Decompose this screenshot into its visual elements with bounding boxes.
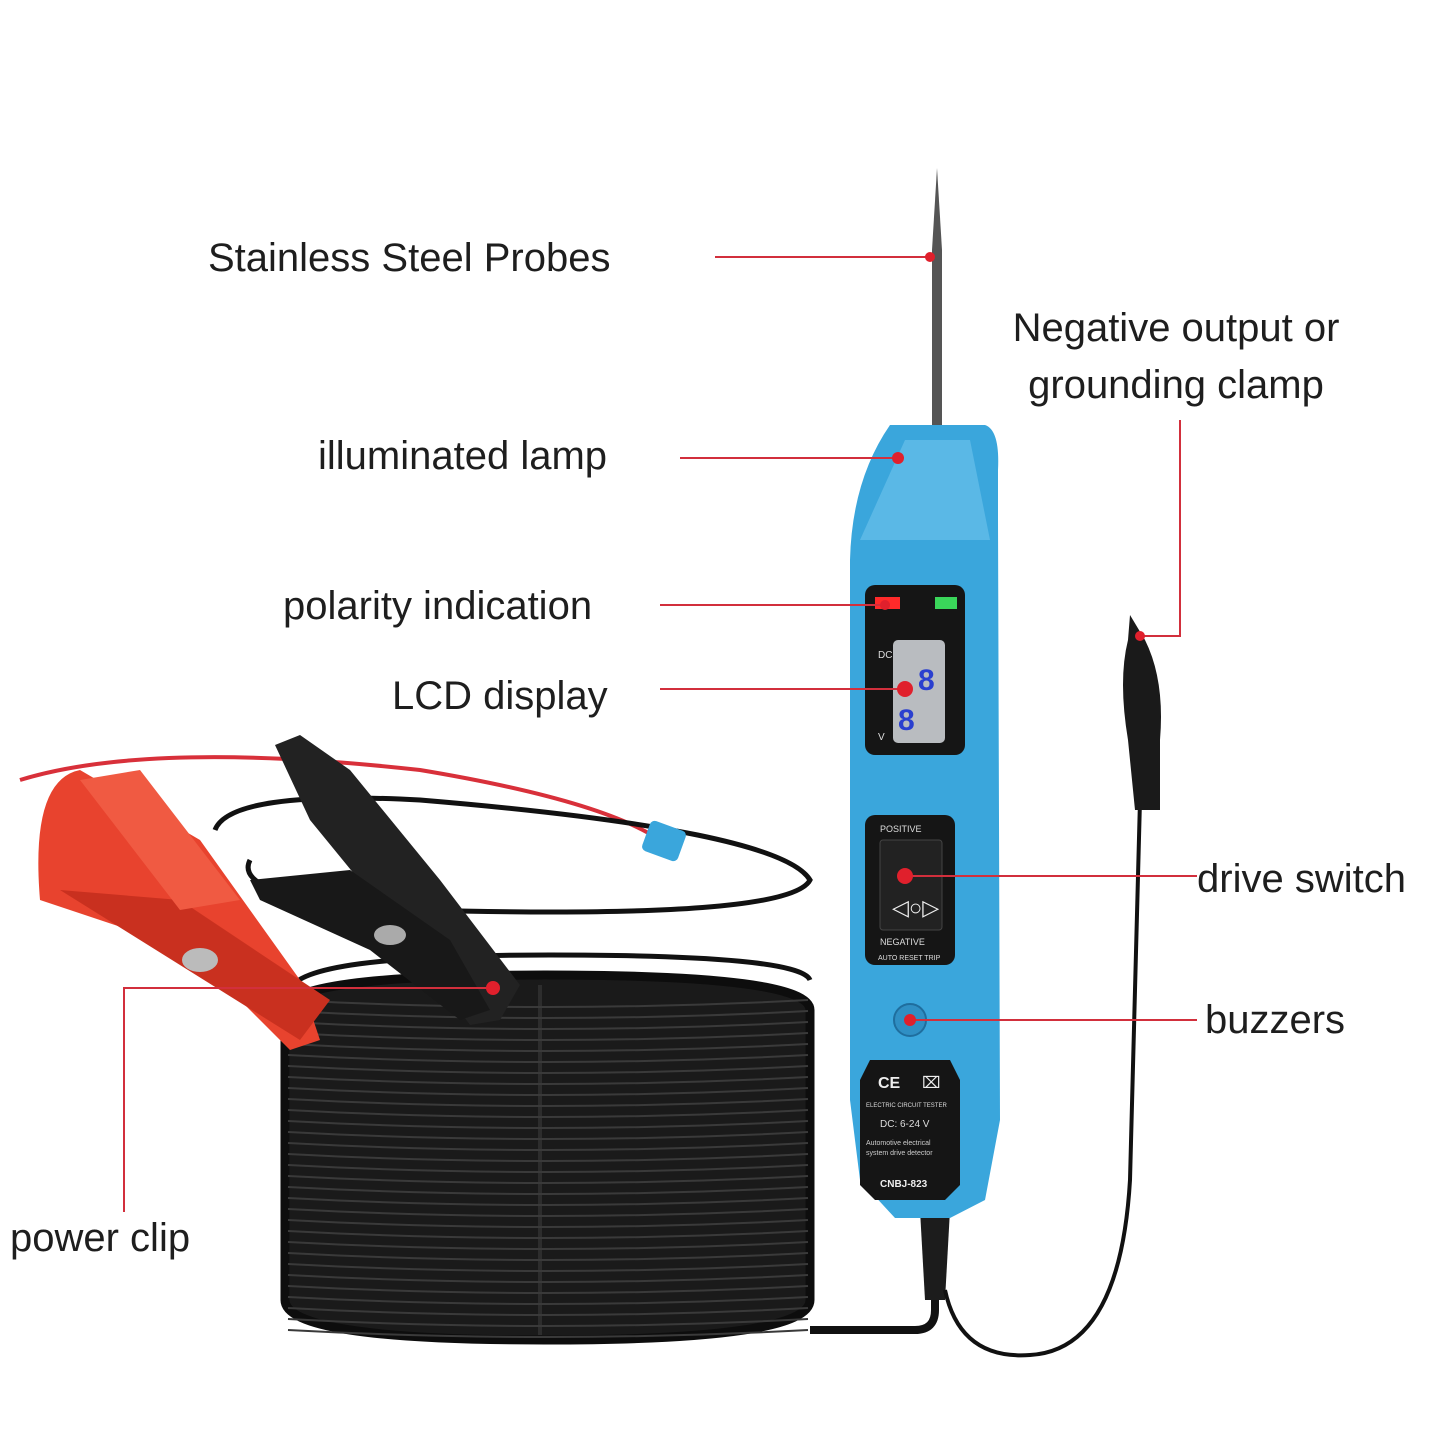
coil-ring xyxy=(287,1175,809,1184)
callout-dot xyxy=(892,452,904,464)
coil-ring xyxy=(287,1131,809,1140)
coil-ring xyxy=(287,1208,809,1217)
label-buzzers: buzzers xyxy=(1205,998,1346,1042)
coil-ring xyxy=(287,1054,809,1063)
switch-note: AUTO RESET TRIP xyxy=(878,955,941,962)
coil-ring xyxy=(287,1065,809,1074)
label-power-clip: power clip xyxy=(10,1216,191,1260)
voltage-rating: DC: 6-24 V xyxy=(880,1119,930,1130)
callout-lines xyxy=(123,256,1197,1212)
coil-ring xyxy=(287,999,809,1008)
lcd-screen xyxy=(893,640,945,743)
description: system drive detector xyxy=(866,1150,933,1157)
black-power-clip xyxy=(250,735,520,1025)
model-number: CNBJ-823 xyxy=(880,1179,928,1190)
callout-dots xyxy=(486,252,1145,1026)
weee-bin-icon: ⌧ xyxy=(922,1075,940,1092)
coil-ring xyxy=(287,1142,809,1151)
callout-dot xyxy=(486,981,500,995)
callout-line-power-clip xyxy=(123,987,493,1212)
red-wire xyxy=(19,755,662,842)
coil-rings xyxy=(287,999,809,1338)
callout-dot xyxy=(904,1014,916,1026)
coil-ring xyxy=(287,1098,809,1107)
coil-ring xyxy=(287,1032,809,1041)
label-negative-line1: Negative output or xyxy=(1012,306,1340,350)
callout-dot xyxy=(897,868,913,884)
coil-ring xyxy=(287,1296,809,1305)
coil-ring xyxy=(287,1285,809,1294)
polarity-led-green xyxy=(935,597,957,609)
callout-dot xyxy=(925,252,935,262)
label-probes: Stainless Steel Probes xyxy=(208,236,611,280)
coil-ring xyxy=(287,1087,809,1096)
coil-ring xyxy=(287,1263,809,1272)
switch-arrows-icon: ◁○▷ xyxy=(892,895,939,920)
coil-ring xyxy=(287,1329,809,1338)
body-highlight xyxy=(860,440,990,540)
callout-line-clamp xyxy=(1140,420,1181,637)
coil-ring xyxy=(287,1230,809,1239)
product-name: ELECTRIC CIRCUIT TESTER xyxy=(866,1103,947,1109)
lcd-digits: 8 xyxy=(918,664,935,697)
coil-ring xyxy=(287,1010,809,1019)
label-lamp: illuminated lamp xyxy=(318,434,608,478)
coil-ring xyxy=(287,1274,809,1283)
coil-ring xyxy=(287,1219,809,1228)
coil-ring xyxy=(287,1043,809,1052)
switch-positive-label: POSITIVE xyxy=(880,824,922,834)
tester-strain-relief xyxy=(920,1210,950,1300)
callout-dot xyxy=(1135,631,1145,641)
wire-connector xyxy=(642,820,686,862)
label-switch: drive switch xyxy=(1197,857,1406,901)
coil-ring xyxy=(287,1153,809,1162)
coil-ring xyxy=(287,1241,809,1250)
callout-dot xyxy=(897,681,913,697)
coil-top-wire xyxy=(287,952,813,992)
coil-ring xyxy=(287,1307,809,1316)
lcd-digits: 8 xyxy=(898,704,915,737)
coil-ring xyxy=(287,1164,809,1173)
callout-dot xyxy=(880,600,890,610)
coil-ring xyxy=(287,1021,809,1030)
coil-ring xyxy=(287,1120,809,1129)
switch-negative-label: NEGATIVE xyxy=(880,937,925,947)
label-plate xyxy=(860,1060,960,1200)
coil-ring xyxy=(287,1252,809,1261)
lcd-unit-label: V xyxy=(878,732,885,743)
tester-cable xyxy=(810,1215,939,1334)
coil-ring xyxy=(287,1076,809,1085)
red-power-clip xyxy=(38,770,330,1050)
description: Automotive electrical xyxy=(866,1140,931,1147)
label-lcd: LCD display xyxy=(392,674,608,718)
drive-switch[interactable] xyxy=(879,839,943,931)
probe-needle xyxy=(932,168,942,430)
coil-ring xyxy=(287,1186,809,1195)
label-negative-line2: grounding clamp xyxy=(1028,363,1324,407)
coil-ring xyxy=(287,1197,809,1206)
label-polarity: polarity indication xyxy=(283,584,593,628)
ce-mark: CE xyxy=(878,1075,901,1092)
coil-ring xyxy=(287,1109,809,1118)
ground-lead xyxy=(943,799,1142,1358)
coil-ring xyxy=(287,1318,809,1327)
grounding-clamp xyxy=(1123,615,1161,810)
lcd-unit-label: DC xyxy=(878,650,892,661)
